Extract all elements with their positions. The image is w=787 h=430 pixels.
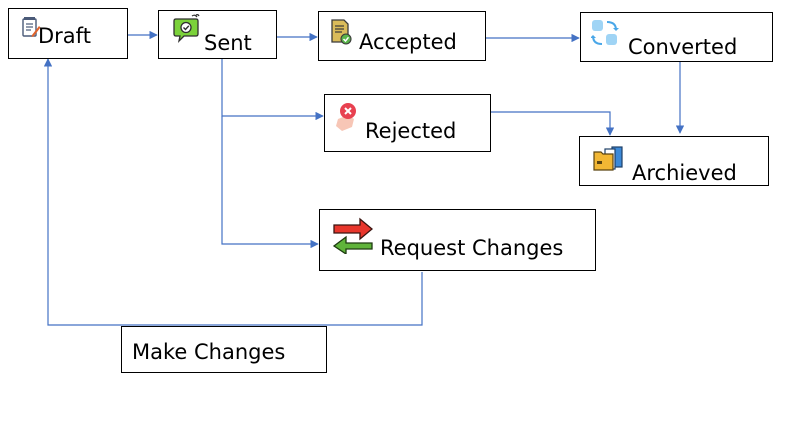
node-make-changes: Make Changes [121,326,327,373]
node-archived-label: Archieved [632,161,737,185]
node-sent-label: Sent [204,31,252,55]
notepad-pencil-icon [22,17,41,37]
node-make-changes-label: Make Changes [132,340,286,364]
node-sent: Sent [158,10,277,59]
edge-request-draft [43,58,423,326]
node-converted-label: Converted [628,35,738,59]
edge-sent-rejected [221,58,324,121]
node-request-changes: Request Changes [319,209,596,271]
node-archived: Archieved [579,136,769,186]
chat-checkmark-icon [173,14,200,43]
node-rejected: Rejected [324,94,491,152]
document-approved-icon [331,19,352,45]
folders-icon [593,146,623,171]
edge-rejected-archived [491,111,615,136]
node-rejected-label: Rejected [365,119,457,143]
node-accepted: Accepted [318,11,486,61]
node-converted: Converted [580,12,773,62]
node-request-changes-label: Request Changes [380,236,564,260]
node-accepted-label: Accepted [359,30,457,54]
convert-squares-icon [591,20,619,45]
node-draft-label: Draft [38,24,91,48]
hand-reject-icon [336,103,356,131]
node-draft: Draft [8,8,128,59]
edge-sent-request [221,116,319,249]
swap-arrows-icon [332,217,374,254]
